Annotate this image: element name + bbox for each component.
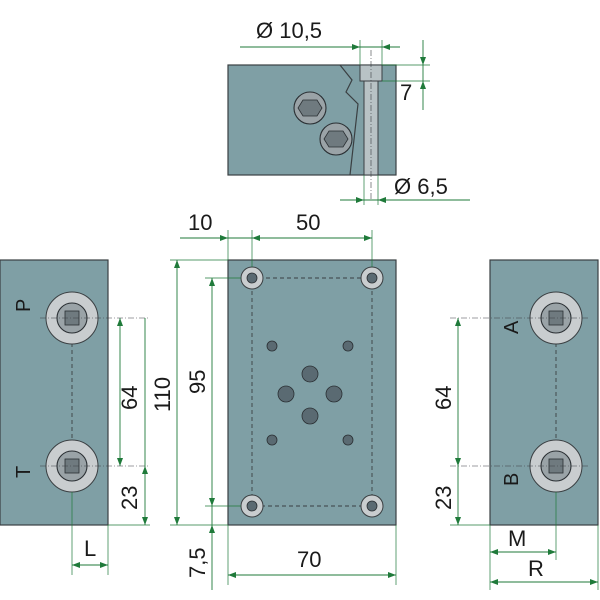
- right-view: A B 64 23 M R: [431, 259, 599, 590]
- dim-right-port-spacing: 64: [431, 386, 456, 410]
- port-label-b: B: [501, 473, 523, 486]
- dim-front-bottom-margin: 7,5: [185, 547, 210, 578]
- dim-front-hole-spacing-x: 50: [296, 210, 320, 235]
- plug-screw-2: [319, 122, 353, 156]
- left-view: P T 64 23 L: [0, 259, 150, 575]
- hole-pattern-outline: [251, 277, 373, 507]
- port-label-p: P: [13, 299, 35, 312]
- plug-screw-1: [293, 91, 327, 125]
- port-a: [450, 291, 590, 345]
- dim-right-width-r: R: [528, 556, 544, 581]
- dim-front-width: 70: [297, 547, 321, 572]
- port-b: [450, 439, 590, 493]
- port-pattern: [266, 340, 354, 446]
- dim-right-port-offset-m: M: [508, 526, 526, 551]
- dim-front-left-margin: 10: [188, 210, 212, 235]
- dim-counterbore-diameter: Ø 10,5: [256, 18, 322, 43]
- dim-front-hole-spacing-y: 95: [185, 370, 210, 394]
- front-view: 10 50 110 95 7,5 70: [150, 210, 397, 590]
- dim-through-hole-diameter: Ø 6,5: [394, 174, 448, 199]
- mounting-holes: [240, 266, 384, 518]
- dim-counterbore-depth: 7: [400, 80, 412, 105]
- dim-left-port-spacing: 64: [117, 386, 142, 410]
- break-line: [339, 64, 359, 176]
- dim-left-port-offset: L: [84, 536, 96, 561]
- port-p: [40, 291, 150, 345]
- dim-right-port-bottom: 23: [431, 486, 456, 510]
- dim-left-port-bottom: 23: [117, 486, 142, 510]
- port-label-a: A: [501, 320, 523, 334]
- port-label-t: T: [13, 466, 35, 478]
- front-view-block: [227, 259, 397, 526]
- top-view: Ø 10,5 7 Ø 6,5: [227, 18, 470, 205]
- dim-front-height: 110: [150, 377, 175, 412]
- port-t: [40, 439, 150, 493]
